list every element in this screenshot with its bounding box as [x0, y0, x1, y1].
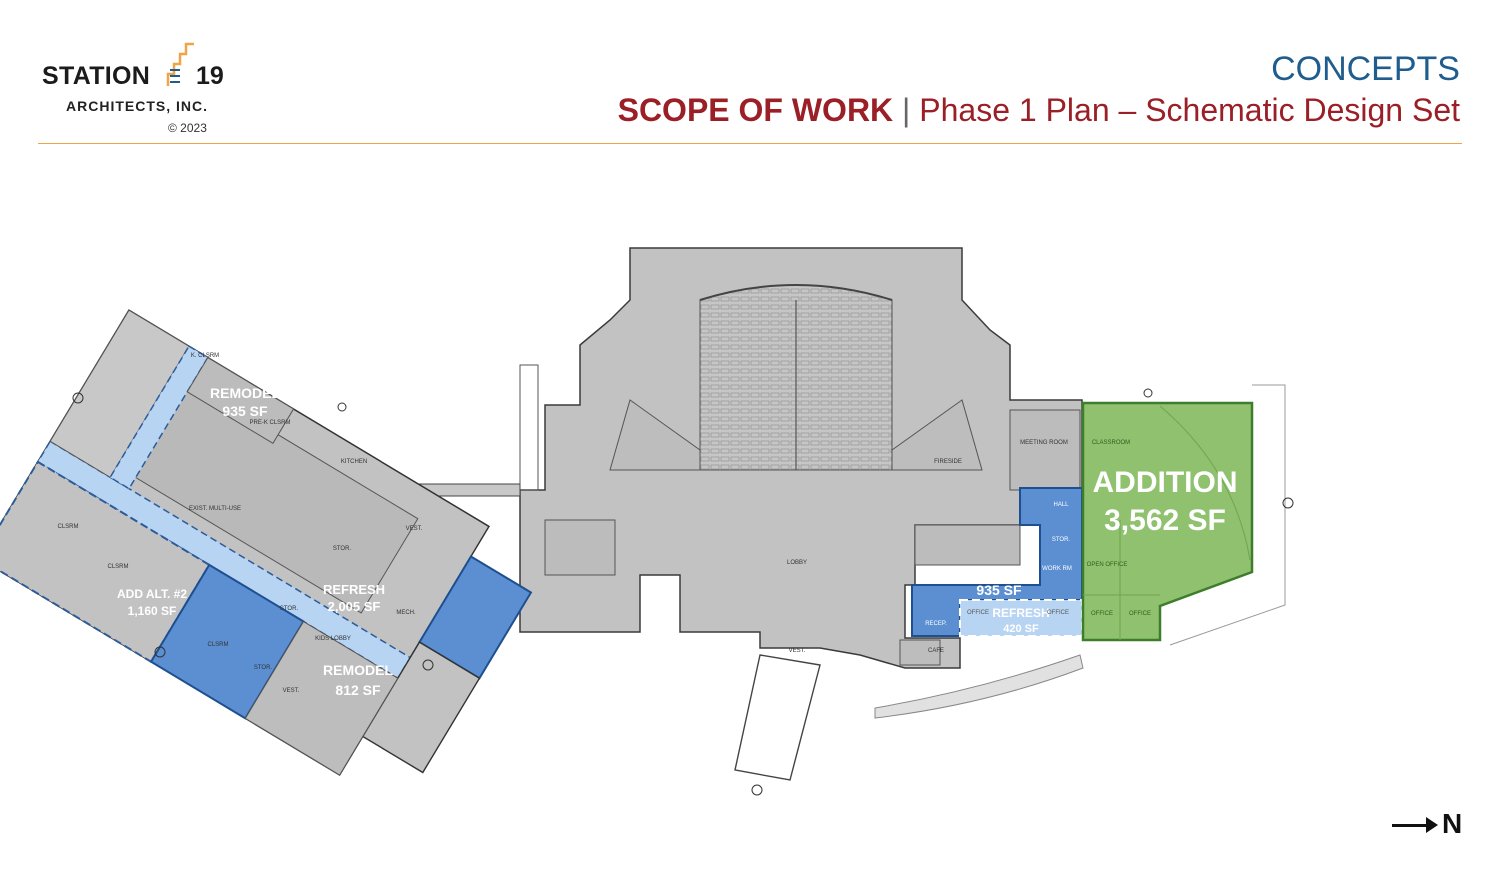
- room-office-add-2: OFFICE: [1129, 611, 1151, 617]
- room-exist-multi-use: EXIST. MULTI-USE: [189, 506, 241, 512]
- logo-number: 19: [196, 62, 224, 90]
- room-vest-west: VEST.: [406, 526, 423, 532]
- room-work-rm: WORK RM: [1042, 566, 1072, 572]
- room-cafe: CAFE: [928, 648, 944, 654]
- room-pre-k-clsrm: PRE-K CLSRM: [249, 420, 290, 426]
- room-clsrm-2: CLSRM: [107, 564, 128, 570]
- room-office-2: OFFICE: [1047, 610, 1069, 616]
- room-stor-office: STOR.: [1052, 537, 1071, 543]
- logo-name: STATION: [42, 62, 151, 90]
- page-title-separator: |: [893, 92, 920, 128]
- remodel-top-area: 935 SF: [222, 403, 268, 419]
- room-hall: HALL: [1053, 502, 1069, 508]
- page-title: SCOPE OF WORK | Phase 1 Plan – Schematic…: [618, 92, 1460, 129]
- room-open-office: OPEN OFFICE: [1087, 562, 1128, 568]
- station19-logo: STATION 19 ARCHITECTS, INC. © 2023: [42, 40, 232, 140]
- page-title-rest: Phase 1 Plan – Schematic Design Set: [919, 92, 1460, 128]
- room-kitchen: KITCHEN: [341, 459, 367, 465]
- room-stor-3: STOR.: [254, 665, 273, 671]
- logo-copyright: © 2023: [168, 121, 207, 135]
- office-zone: [911, 487, 1083, 637]
- remodel-office-area: 935 SF: [976, 582, 1022, 598]
- room-kids-lobby: KIDS LOBBY: [315, 636, 351, 642]
- room-fireside: FIRESIDE: [934, 459, 962, 465]
- room-recep: RECEP.: [925, 621, 947, 627]
- addition-label: ADDITION: [1093, 466, 1238, 499]
- room-office-add-1: OFFICE: [1091, 611, 1113, 617]
- remodel-office-label: REMODEL: [964, 563, 1034, 579]
- room-stor-2: STOR.: [280, 606, 299, 612]
- room-mech: MECH.: [396, 610, 416, 616]
- room-clsrm-1: CLSRM: [57, 524, 78, 530]
- room-lobby: LOBBY: [787, 560, 807, 566]
- section-title: CONCEPTS: [1271, 50, 1460, 88]
- room-office-1: OFFICE: [967, 610, 989, 616]
- main-building: [519, 247, 1083, 669]
- room-vest-main: VEST.: [789, 648, 806, 654]
- refresh-office-area: 420 SF: [1003, 623, 1039, 635]
- page-title-bold: SCOPE OF WORK: [617, 92, 894, 128]
- room-meeting: MEETING ROOM: [1020, 440, 1068, 446]
- addition-area: 3,562 SF: [1104, 504, 1226, 537]
- remodel-bottom-label: REMODEL: [323, 662, 393, 678]
- refresh-west-area: 2,005 SF: [328, 599, 381, 614]
- room-clsrm-3: CLSRM: [207, 642, 228, 648]
- stairs-logo-icon: [166, 42, 194, 86]
- room-vest-sw: VEST.: [283, 688, 300, 694]
- room-classroom: CLASSROOM: [1092, 440, 1130, 446]
- refresh-office-label: REFRESH: [992, 606, 1049, 620]
- north-arrow-line: [1392, 824, 1430, 827]
- room-k-clsrm: K. CLSRM: [191, 353, 219, 359]
- remodel-top-label: REMODEL: [210, 385, 280, 401]
- logo-subtitle: ARCHITECTS, INC.: [66, 98, 208, 114]
- header-divider: [38, 143, 1462, 144]
- west-wing: [0, 309, 533, 777]
- addition-zone: [1081, 384, 1286, 646]
- room-stor-1: STOR.: [333, 546, 352, 552]
- refresh-west-label: REFRESH: [323, 582, 385, 597]
- remodel-bottom-area: 812 SF: [335, 682, 381, 698]
- north-arrow: N: [1392, 808, 1472, 844]
- section-markers: [72, 388, 1294, 796]
- north-label: N: [1442, 808, 1463, 839]
- arrow-right-icon: [1426, 817, 1438, 833]
- entry-canopy: [734, 654, 1084, 781]
- add-alt-label: ADD ALT. #2: [117, 587, 187, 601]
- add-alt-area: 1,160 SF: [128, 604, 177, 618]
